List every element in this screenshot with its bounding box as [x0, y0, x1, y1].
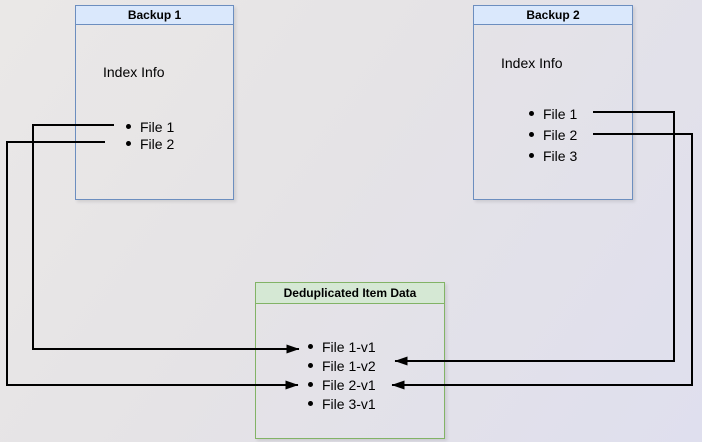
bullet-icon — [308, 401, 313, 406]
list-item-label: File 1 — [543, 105, 578, 122]
list-item: File 1-v2 — [308, 356, 376, 375]
bullet-icon — [126, 124, 131, 129]
list-item-label: File 1-v1 — [322, 338, 376, 355]
list-item: File 2 — [529, 124, 577, 145]
list-item-label: File 3-v1 — [322, 395, 376, 412]
list-item: File 3 — [529, 145, 577, 166]
list-item: File 1 — [529, 103, 577, 124]
backup1-header: Backup 1 — [76, 6, 233, 25]
backup2-file-list: File 1 File 2 File 3 — [529, 103, 577, 166]
list-item-label: File 2 — [140, 135, 175, 152]
bullet-icon — [308, 363, 313, 368]
list-item: File 1-v1 — [308, 337, 376, 356]
backup2-subtitle: Index Info — [501, 55, 563, 71]
list-item-label: File 1-v2 — [322, 357, 376, 374]
backup2-header: Backup 2 — [474, 6, 632, 25]
bullet-icon — [126, 141, 131, 146]
list-item-label: File 2-v1 — [322, 376, 376, 393]
bullet-icon — [308, 382, 313, 387]
list-item-label: File 3 — [543, 147, 578, 164]
list-item: File 2 — [126, 135, 174, 152]
list-item-label: File 2 — [543, 126, 578, 143]
list-item: File 2-v1 — [308, 375, 376, 394]
backup1-subtitle: Index Info — [103, 64, 165, 80]
bullet-icon — [308, 344, 313, 349]
bullet-icon — [529, 111, 534, 116]
bullet-icon — [529, 132, 534, 137]
backup2-box: Backup 2 Index Info File 1 File 2 File 3 — [473, 5, 633, 200]
dedup-header: Deduplicated Item Data — [256, 283, 444, 304]
list-item-label: File 1 — [140, 118, 175, 135]
list-item: File 3-v1 — [308, 394, 376, 413]
bullet-icon — [529, 153, 534, 158]
list-item: File 1 — [126, 118, 174, 135]
